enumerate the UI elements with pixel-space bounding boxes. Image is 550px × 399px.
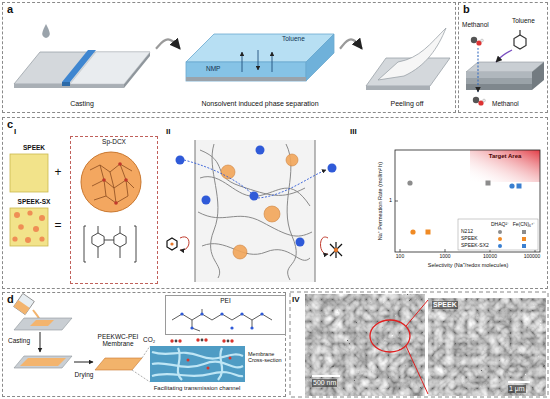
image-label: SPEEK (432, 301, 458, 309)
molecule-label: Methanol (492, 100, 519, 107)
legend-entry: SPEEK (461, 236, 478, 242)
molecule-label: Methanol (462, 21, 489, 28)
peeling-illustration (366, 28, 450, 90)
node-label: SPEEK-SX (5, 198, 63, 205)
axis-tick: 100 (396, 254, 404, 260)
panel-frame: Casting Nonsolvent induced phase separati… (2, 2, 456, 113)
casting-illustration (14, 24, 150, 88)
axis-title: Na⁺ Permeation Rate (mol/m² h) (377, 162, 383, 240)
target-label: Target Area (489, 153, 522, 160)
solvent-label: Toluene (282, 35, 305, 42)
scale-bar-label: 500 nm (312, 379, 337, 387)
membrane-sample: SPEEK-SX (5, 198, 63, 250)
step-label: Drying (75, 371, 94, 378)
pervaporation-illustration (466, 30, 544, 106)
panel-letter: a (7, 3, 451, 16)
section-label: Membrane Cross-section (248, 351, 285, 364)
nips-bath-illustration (186, 34, 334, 81)
axis-title: Selectivity (Na⁺/redox molecules) (428, 262, 509, 268)
panel-letter: b (463, 3, 543, 16)
molecule-label: Toluene (512, 17, 535, 24)
subpanel-number: II (166, 127, 170, 136)
solvent-label: NMP (206, 65, 220, 72)
node-label: Casting (70, 100, 94, 108)
casting-drying-illustration (14, 293, 272, 382)
process-arrow (340, 39, 362, 48)
subpanel-number: IV (292, 295, 300, 304)
node-label: Nonsolvent induced phase separation (201, 100, 318, 108)
node-label: SPEEK (8, 144, 60, 151)
process-stage: Nonsolvent induced phase separation (180, 20, 340, 110)
axis-tick: 10000 (483, 254, 497, 260)
scatter-chart (395, 150, 540, 252)
panel-letter: c (7, 118, 543, 131)
operator-sign: = (54, 219, 61, 233)
node-label: PEI (166, 297, 285, 304)
axis-tick: 100000 (524, 254, 541, 260)
axis-tick: 1000 (439, 254, 450, 260)
axis-tick: 1 (389, 197, 392, 203)
channel-label: Facilitating transmission channel (154, 385, 241, 392)
node-label: Sp-DCX (71, 138, 157, 145)
subpanel-number: III (350, 127, 357, 136)
membrane-label: PEEKWC-PEI Membrane (91, 333, 145, 348)
operator-sign: + (54, 166, 61, 180)
panel-letter: d (7, 293, 281, 306)
step-label: Casting (8, 337, 30, 344)
panel-frame: PEId (2, 292, 286, 397)
filler-box: Sp-DCX (70, 136, 158, 284)
process-stage: Casting (8, 20, 156, 110)
scale-bar-label: 1 μm (508, 385, 526, 393)
structure-box: PEI (165, 295, 286, 335)
gas-label: CO₂ (143, 336, 155, 343)
node-label: Peeling off (391, 100, 424, 108)
legend-header: Fe(CN)₆⁴⁻ (513, 222, 536, 228)
sem-images (290, 292, 548, 397)
legend-entry: N212 (461, 229, 473, 235)
membrane-sample: SPEEK (8, 144, 60, 196)
subpanel-number: I (14, 127, 16, 136)
sp-dcx-illustration (81, 152, 141, 262)
legend-entry: SPEEK-SX2 (461, 243, 489, 249)
membrane-transport-illustration (167, 140, 342, 282)
process-stage: Peeling off (362, 20, 452, 110)
legend-header: DHAQ²⁻ (491, 222, 509, 228)
process-arrow (156, 39, 180, 48)
